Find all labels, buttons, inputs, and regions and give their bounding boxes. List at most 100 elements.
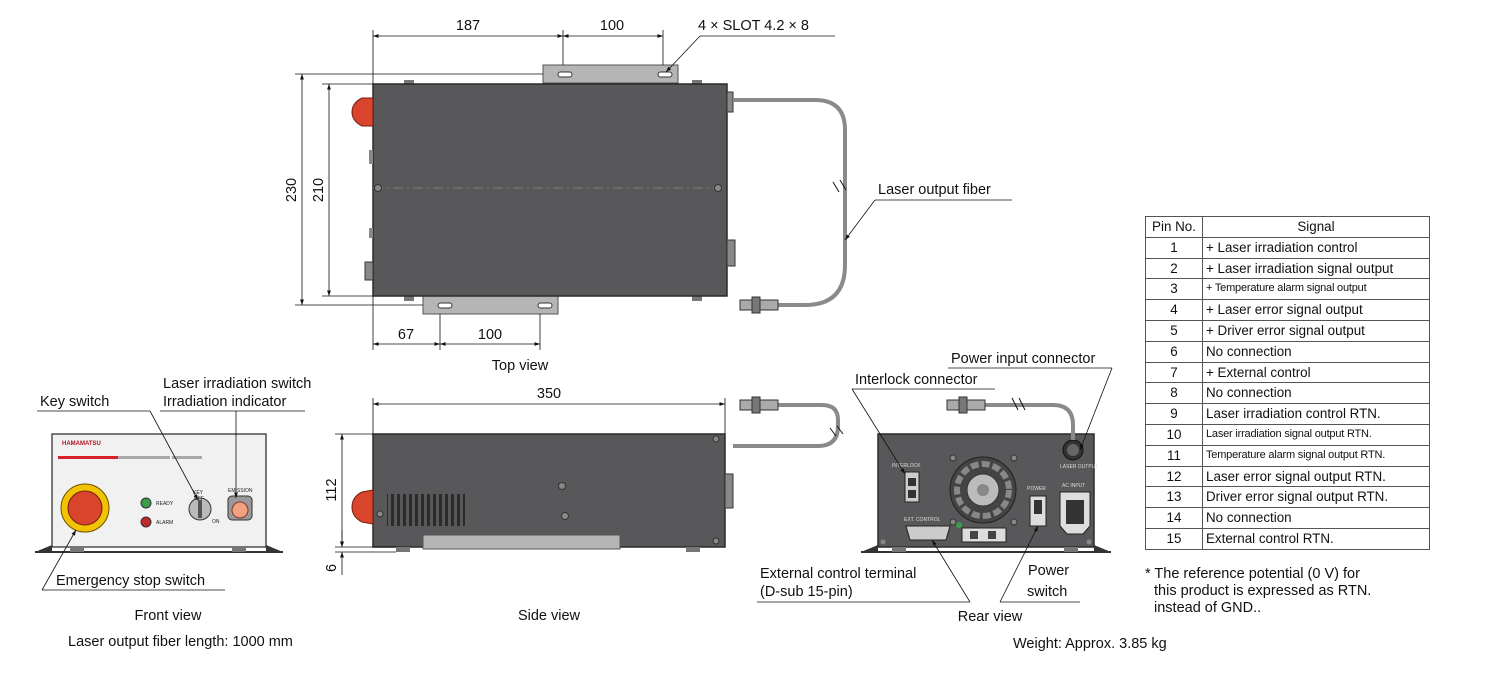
dim-67: 67 xyxy=(398,327,414,343)
pin-number: 4 xyxy=(1145,299,1203,321)
side-bracket xyxy=(422,534,621,550)
pin-number: 14 xyxy=(1145,507,1203,529)
pin-signal: + External control xyxy=(1202,361,1430,384)
rtn-note: * The reference potential (0 V) for this… xyxy=(1145,566,1371,617)
ext-terminal-label: External control terminal xyxy=(760,566,916,582)
table-row: 4+ Laser error signal output xyxy=(1145,299,1430,321)
pin-assignment-table: Pin No. Signal 1+ Laser irradiation cont… xyxy=(1145,216,1430,550)
top-view-caption: Top view xyxy=(492,358,549,374)
pin-signal: No connection xyxy=(1202,382,1430,405)
pin-number: 8 xyxy=(1145,382,1203,405)
pin-number: 10 xyxy=(1145,423,1203,446)
rear-view: INTERLOCK EXT. CONTROL POWER LASER OUTPU… xyxy=(757,351,1113,625)
pin-signal: Laser irradiation control RTN. xyxy=(1202,403,1430,425)
key-text: KEY xyxy=(193,490,204,496)
key-on-text: ON xyxy=(212,519,220,525)
header-pin-no: Pin No. xyxy=(1145,216,1203,238)
top-view: 187 100 4 × SLOT 4.2 × 8 230 210 67 100 … xyxy=(284,18,1012,374)
pin-number: 9 xyxy=(1145,403,1203,425)
pin-signal: Laser irradiation signal output RTN. xyxy=(1202,423,1430,446)
panel-power-text: POWER xyxy=(1027,486,1046,492)
side-view-caption: Side view xyxy=(518,608,581,624)
pin-signal: + Driver error signal output xyxy=(1202,319,1430,342)
table-row: 5+ Driver error signal output xyxy=(1145,319,1430,342)
slot-hole xyxy=(537,302,553,309)
ext-terminal-sub-label: (D-sub 15-pin) xyxy=(760,584,853,600)
key-off-text: OFF xyxy=(194,496,204,502)
table-row: 3+ Temperature alarm signal output xyxy=(1145,278,1430,301)
laser-output-fiber-rear xyxy=(985,403,1075,440)
note-line: this product is expressed as RTN. xyxy=(1154,583,1372,599)
brand-text: HAMAMATSU xyxy=(62,441,101,447)
slot-hole xyxy=(557,71,573,78)
side-louvers xyxy=(387,494,465,526)
dim-210: 210 xyxy=(311,178,327,202)
slot-label: 4 × SLOT 4.2 × 8 xyxy=(698,18,809,34)
laser-output-fiber-top xyxy=(733,98,847,307)
interlock-label: Interlock connector xyxy=(855,372,978,388)
ready-text: READY xyxy=(156,501,174,507)
side-housing xyxy=(372,433,726,548)
pin-number: 13 xyxy=(1145,486,1203,509)
laser-output-fiber-side xyxy=(733,403,840,448)
panel-laser-out-text: LASER OUTPUT xyxy=(1060,464,1098,470)
dim-112: 112 xyxy=(324,478,340,501)
table-row: 2+ Laser irradiation signal output xyxy=(1145,257,1430,280)
pin-signal: No connection xyxy=(1202,507,1430,529)
pin-signal: + Laser irradiation signal output xyxy=(1202,257,1430,280)
indicator-label: Irradiation indicator xyxy=(163,394,286,410)
dim-100-bottom: 100 xyxy=(478,327,502,343)
pin-signal: Driver error signal output RTN. xyxy=(1202,486,1430,509)
table-row: 7+ External control xyxy=(1145,361,1430,384)
pin-number: 7 xyxy=(1145,361,1203,384)
pin-signal: + Temperature alarm signal output xyxy=(1202,278,1430,301)
power-switch-label: Power xyxy=(1028,563,1069,579)
panel-ac-text: AC INPUT xyxy=(1062,483,1085,489)
weight-text: Weight: Approx. 3.85 kg xyxy=(1013,636,1167,652)
table-row: 1+ Laser irradiation control xyxy=(1145,236,1430,259)
laser-switch-label: Laser irradiation switch xyxy=(163,376,311,392)
pin-signal: + Laser error signal output xyxy=(1202,299,1430,321)
fiber-length-text: Laser output fiber length: 1000 mm xyxy=(68,634,293,650)
slot-hole xyxy=(437,302,453,309)
pin-number: 6 xyxy=(1145,340,1203,363)
key-switch-label: Key switch xyxy=(40,394,109,410)
pin-signal: Temperature alarm signal output RTN. xyxy=(1202,444,1430,467)
d-sub-connector[interactable] xyxy=(905,525,951,541)
ready-indicator xyxy=(140,497,152,509)
emergency-stop-side xyxy=(351,489,374,525)
power-switch-sub-label: switch xyxy=(1027,584,1067,600)
pin-number: 15 xyxy=(1145,527,1203,550)
table-header-row: Pin No. Signal xyxy=(1145,216,1430,238)
pin-signal: Laser error signal output RTN. xyxy=(1202,465,1430,488)
panel-interlock-text: INTERLOCK xyxy=(892,463,921,469)
pin-signal: + Laser irradiation control xyxy=(1202,236,1430,259)
alarm-text: ALARM xyxy=(156,520,173,526)
fiber-label: Laser output fiber xyxy=(878,182,991,198)
note-line: instead of GND.. xyxy=(1154,600,1262,616)
header-signal: Signal xyxy=(1202,216,1430,238)
pin-number: 3 xyxy=(1145,278,1203,301)
emission-text: EMISSION xyxy=(228,488,253,494)
pin-number: 12 xyxy=(1145,465,1203,488)
emergency-label: Emergency stop switch xyxy=(56,573,205,589)
pin-number: 5 xyxy=(1145,319,1203,342)
top-housing xyxy=(372,83,728,297)
emergency-stop-top xyxy=(351,97,374,127)
pin-signal: No connection xyxy=(1202,340,1430,363)
pin-signal: External control RTN. xyxy=(1202,527,1430,550)
dim-6: 6 xyxy=(324,564,340,572)
irradiation-indicator xyxy=(231,501,249,519)
slot-hole xyxy=(657,71,673,78)
dim-187: 187 xyxy=(456,18,480,34)
front-view: HAMAMATSU READY ALARM KEY OFF ON EMISSIO… xyxy=(35,376,311,624)
